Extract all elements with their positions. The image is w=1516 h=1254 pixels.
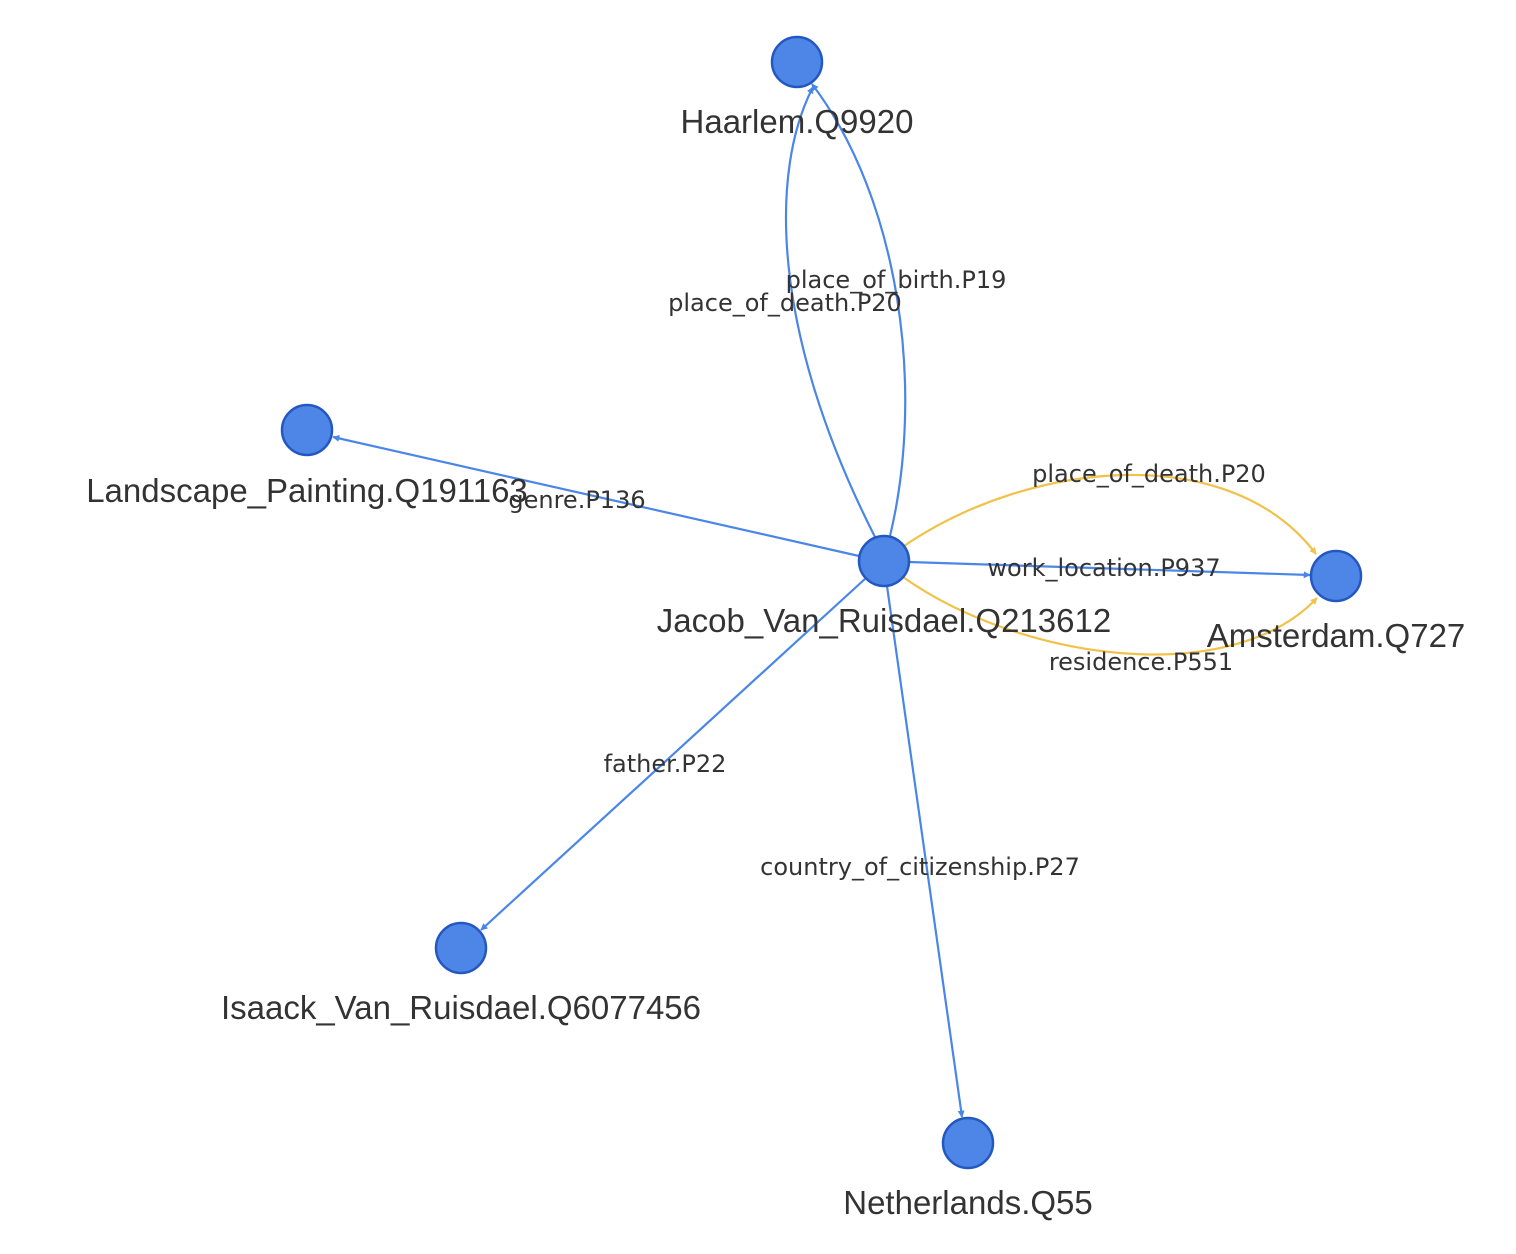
- node-landscape[interactable]: Landscape_Painting.Q191163: [86, 403, 528, 509]
- edge-label: residence.P551: [1049, 648, 1233, 676]
- node-isaack[interactable]: Isaack_Van_Ruisdael.Q6077456: [221, 921, 701, 1026]
- edge-jacob-to-amsterdam: [908, 560, 1311, 579]
- edge-jacob-to-haarlem: [784, 86, 876, 538]
- edge-jacob-to-amsterdam: [903, 473, 1317, 555]
- edge-label: country_of_citizenship.P27: [760, 853, 1080, 881]
- edge-jacob-to-amsterdam: [902, 576, 1318, 656]
- edge-jacob-to-landscape: [332, 434, 860, 558]
- edge-jacob-to-isaack: [480, 577, 867, 931]
- node-label: Isaack_Van_Ruisdael.Q6077456: [221, 989, 701, 1026]
- node-haarlem[interactable]: Haarlem.Q9920: [681, 35, 914, 140]
- node-circle[interactable]: [770, 35, 824, 89]
- edge-label: place_of_death.P20: [668, 289, 902, 317]
- node-label: Amsterdam.Q727: [1207, 617, 1466, 654]
- edge-label: father.P22: [604, 750, 727, 778]
- node-label: Haarlem.Q9920: [681, 103, 914, 140]
- node-circle[interactable]: [280, 403, 334, 457]
- node-circle[interactable]: [857, 534, 911, 588]
- edge-label: work_location.P937: [987, 554, 1220, 582]
- node-label: Netherlands.Q55: [843, 1184, 1092, 1221]
- node-circle[interactable]: [1309, 549, 1363, 603]
- edge-label: place_of_death.P20: [1032, 460, 1266, 488]
- node-label: Landscape_Painting.Q191163: [86, 472, 528, 509]
- node-amsterdam[interactable]: Amsterdam.Q727: [1207, 549, 1466, 654]
- edge-jacob-to-haarlem: [811, 83, 907, 537]
- edge-label: genre.P136: [508, 486, 645, 514]
- node-netherlands[interactable]: Netherlands.Q55: [843, 1116, 1093, 1221]
- node-circle[interactable]: [434, 921, 488, 975]
- node-circle[interactable]: [941, 1116, 995, 1170]
- node-jacob[interactable]: Jacob_Van_Ruisdael.Q213612: [657, 534, 1111, 639]
- node-label: Jacob_Van_Ruisdael.Q213612: [657, 602, 1111, 639]
- edge-label: place_of_birth.P19: [786, 266, 1007, 294]
- edge-jacob-to-netherlands: [885, 585, 965, 1118]
